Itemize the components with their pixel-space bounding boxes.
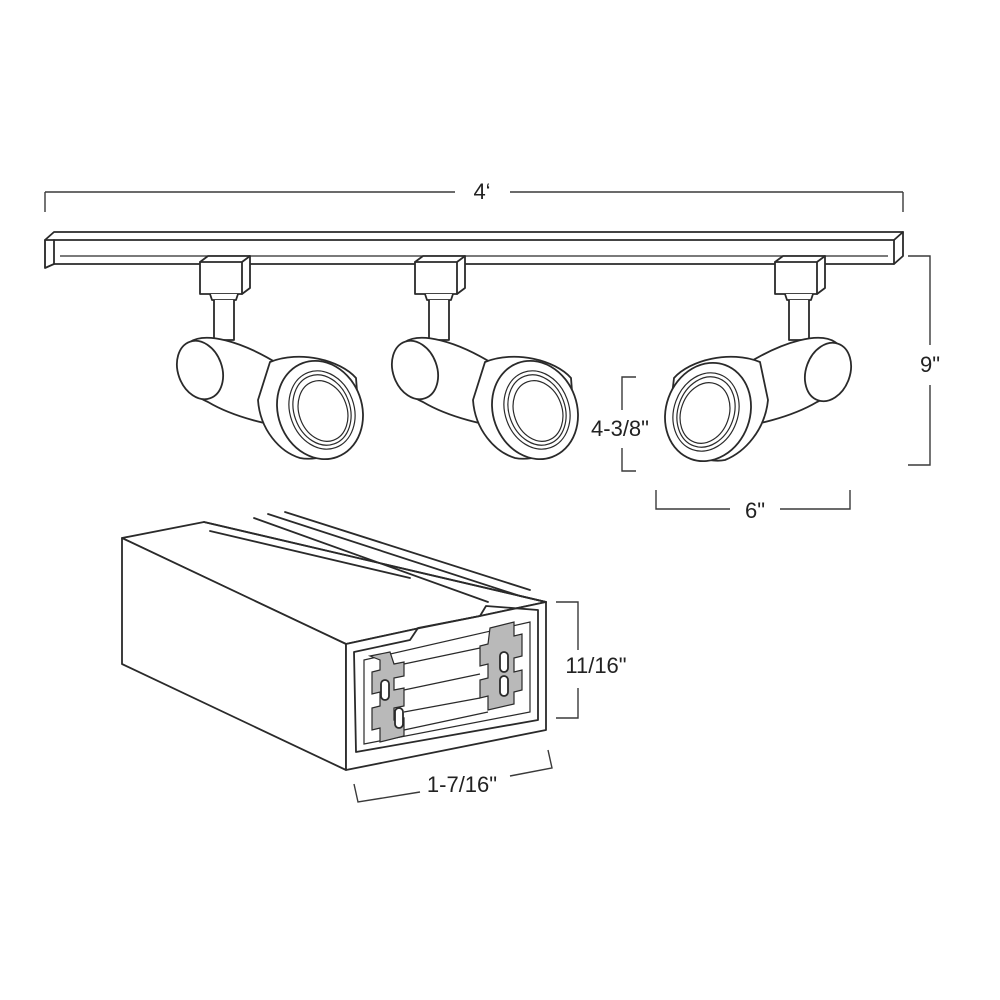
- height-dimension: 9": [908, 255, 940, 466]
- head-diameter-label: 4-3/8": [591, 416, 649, 441]
- track-head-1: [176, 255, 364, 461]
- track-head-3: [664, 255, 852, 463]
- length-dimension: 4‘: [44, 179, 904, 212]
- head-length-label: 6": [745, 498, 765, 523]
- section-width-label: 1-7/16": [427, 772, 497, 797]
- head-diameter-dimension: 4-3/8": [591, 376, 649, 472]
- height-label: 9": [920, 352, 940, 377]
- section-height-dimension: 11/16": [556, 601, 627, 719]
- section-height-label: 11/16": [565, 653, 626, 678]
- section-width-dimension: 1-7/16": [353, 749, 553, 803]
- track-rail: [44, 231, 904, 269]
- track-head-2: [391, 255, 579, 461]
- head-length-dimension: 6": [655, 490, 851, 523]
- track-section: [121, 511, 547, 771]
- length-label: 4‘: [473, 179, 490, 204]
